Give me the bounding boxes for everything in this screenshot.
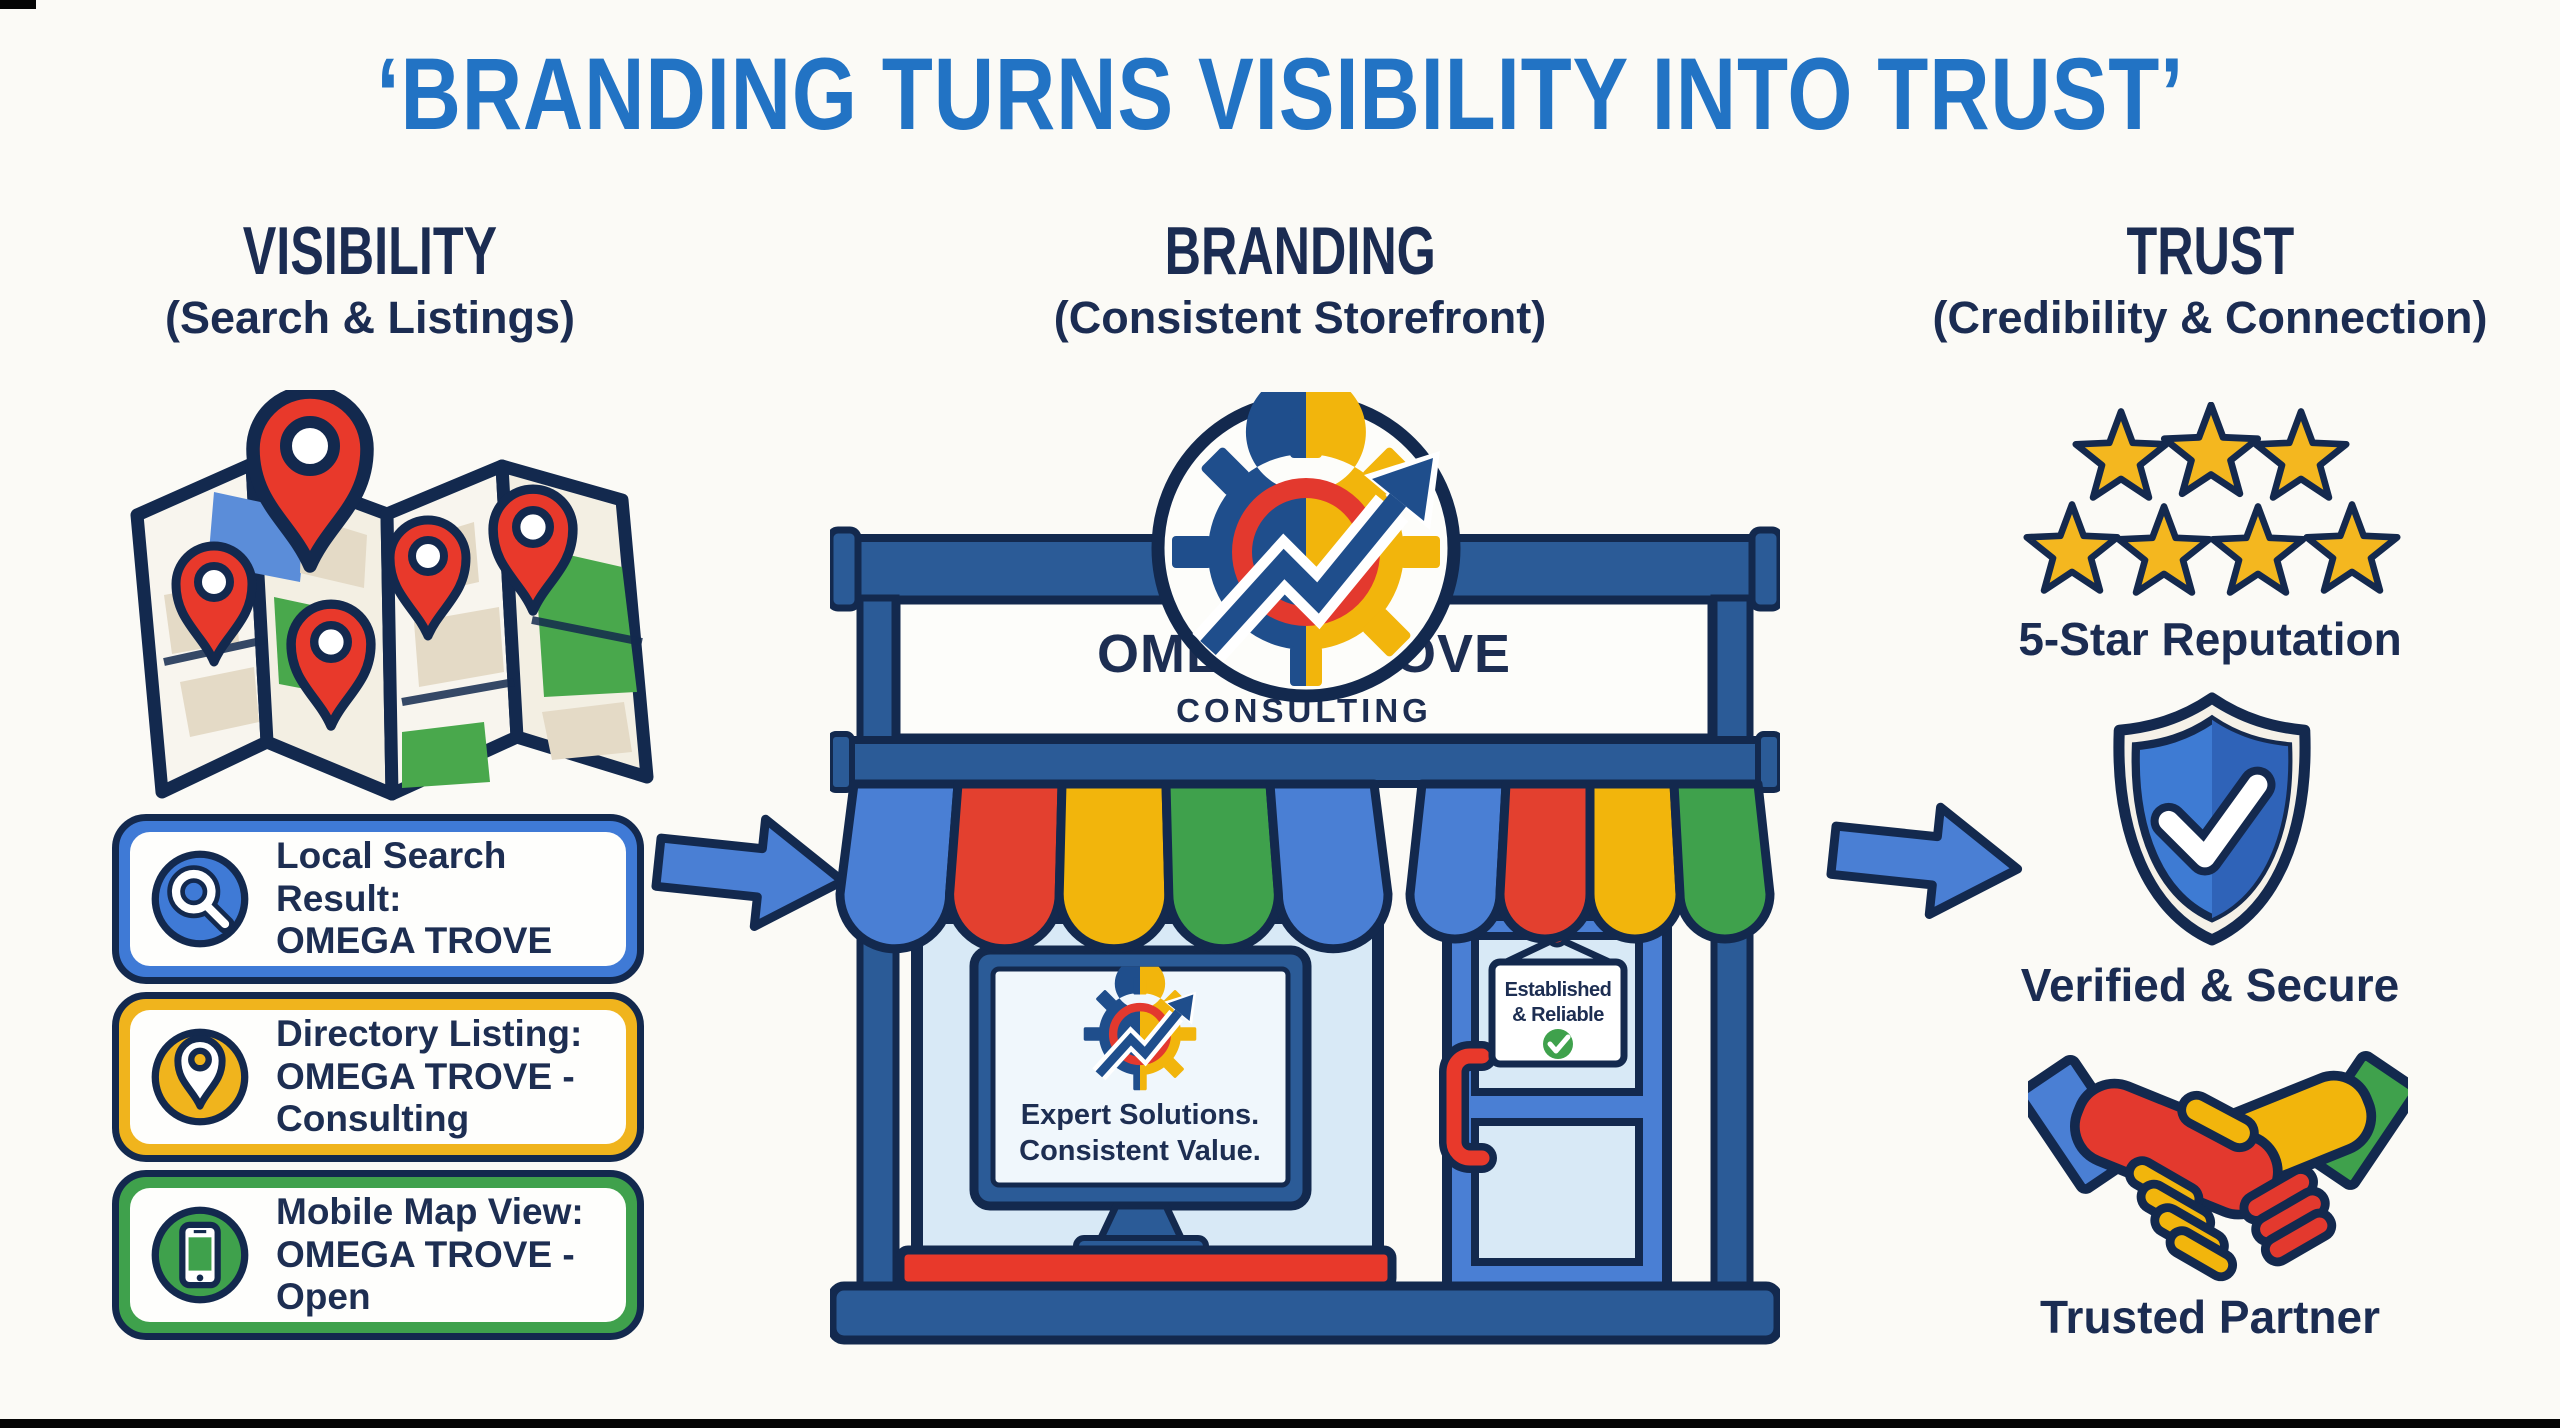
visibility-header: VISIBILITY (Search & Listings) <box>90 212 650 344</box>
handshake-yellow-fingers <box>2124 1156 2238 1282</box>
local-search-card: Local Search Result: OMEGA TROVE <box>112 814 644 984</box>
smartphone-icon <box>151 1206 249 1304</box>
screen-text-line2: Consistent Value. <box>1019 1135 1261 1167</box>
right-awning <box>1405 779 1775 944</box>
storefront-right-pillar <box>1710 594 1754 1296</box>
trust-item-label: 5-Star Reputation <box>2018 613 2402 665</box>
location-pin-icon <box>151 1028 249 1126</box>
door-sign-line1: Established <box>1505 979 1612 1001</box>
mobile-map-card: Mobile Map View: OMEGA TROVE - Open <box>112 1170 644 1340</box>
branding-subheading: (Consistent Storefront) <box>1053 292 1547 343</box>
directory-listing-card: Directory Listing: OMEGA TROVE - Consult… <box>112 992 644 1162</box>
shield-check-icon <box>2113 692 2311 946</box>
page-title: ‘BRANDING TURNS VISIBILITY INTO TRUST’ <box>376 37 2184 151</box>
window-shelf <box>895 1245 1397 1291</box>
arrow-branding-to-trust-icon <box>1826 802 2023 919</box>
visibility-heading: VISIBILITY <box>242 213 498 289</box>
trust-header: TRUST (Credibility & Connection) <box>1880 212 2540 344</box>
mobile-map-card-text: Mobile Map View: OMEGA TROVE - Open <box>276 1190 584 1318</box>
directory-listing-card-text: Directory Listing: OMEGA TROVE - Consult… <box>276 1012 583 1140</box>
bottom-letterbox-bar <box>0 1419 2560 1428</box>
monitor-stand <box>1094 1202 1188 1244</box>
screen-text-line1: Expert Solutions. <box>1021 1099 1259 1131</box>
storefront-window: Expert Solutions. Consistent Value. <box>895 912 1397 1291</box>
handshake-red-fingers <box>2239 1165 2337 1267</box>
storefront-base <box>830 1281 1780 1345</box>
handshake-icon <box>2028 1051 2408 1282</box>
search-icon <box>151 850 249 948</box>
door-sign-line2: & Reliable <box>1512 1004 1604 1026</box>
branding-heading: BRANDING <box>1164 213 1436 289</box>
trust-heading: TRUST <box>2126 213 2294 289</box>
top-left-letterbox-bar <box>0 0 36 9</box>
trust-item-label: Verified & Secure <box>2020 959 2400 1011</box>
storefront-illustration: OMEGA TROVE CONSULTING Expert Solutions.… <box>830 388 1780 1345</box>
branding-header: BRANDING (Consistent Storefront) <box>960 212 1640 344</box>
left-awning <box>835 779 1393 954</box>
local-search-card-text: Local Search Result: OMEGA TROVE <box>276 834 553 962</box>
trust-item-label: Trusted Partner <box>2040 1291 2380 1343</box>
visibility-subheading: (Search & Listings) <box>164 292 576 343</box>
door-lower-pane <box>1471 1118 1643 1266</box>
handshake-yellow-thumb <box>2177 1090 2259 1153</box>
trust-subheading: (Credibility & Connection) <box>1932 292 2488 343</box>
map-icon <box>130 390 654 801</box>
arrow-visibility-to-branding-icon <box>651 814 848 931</box>
storefront-door: Established & Reliable <box>1439 911 1672 1295</box>
stars-icon <box>2004 402 2424 610</box>
